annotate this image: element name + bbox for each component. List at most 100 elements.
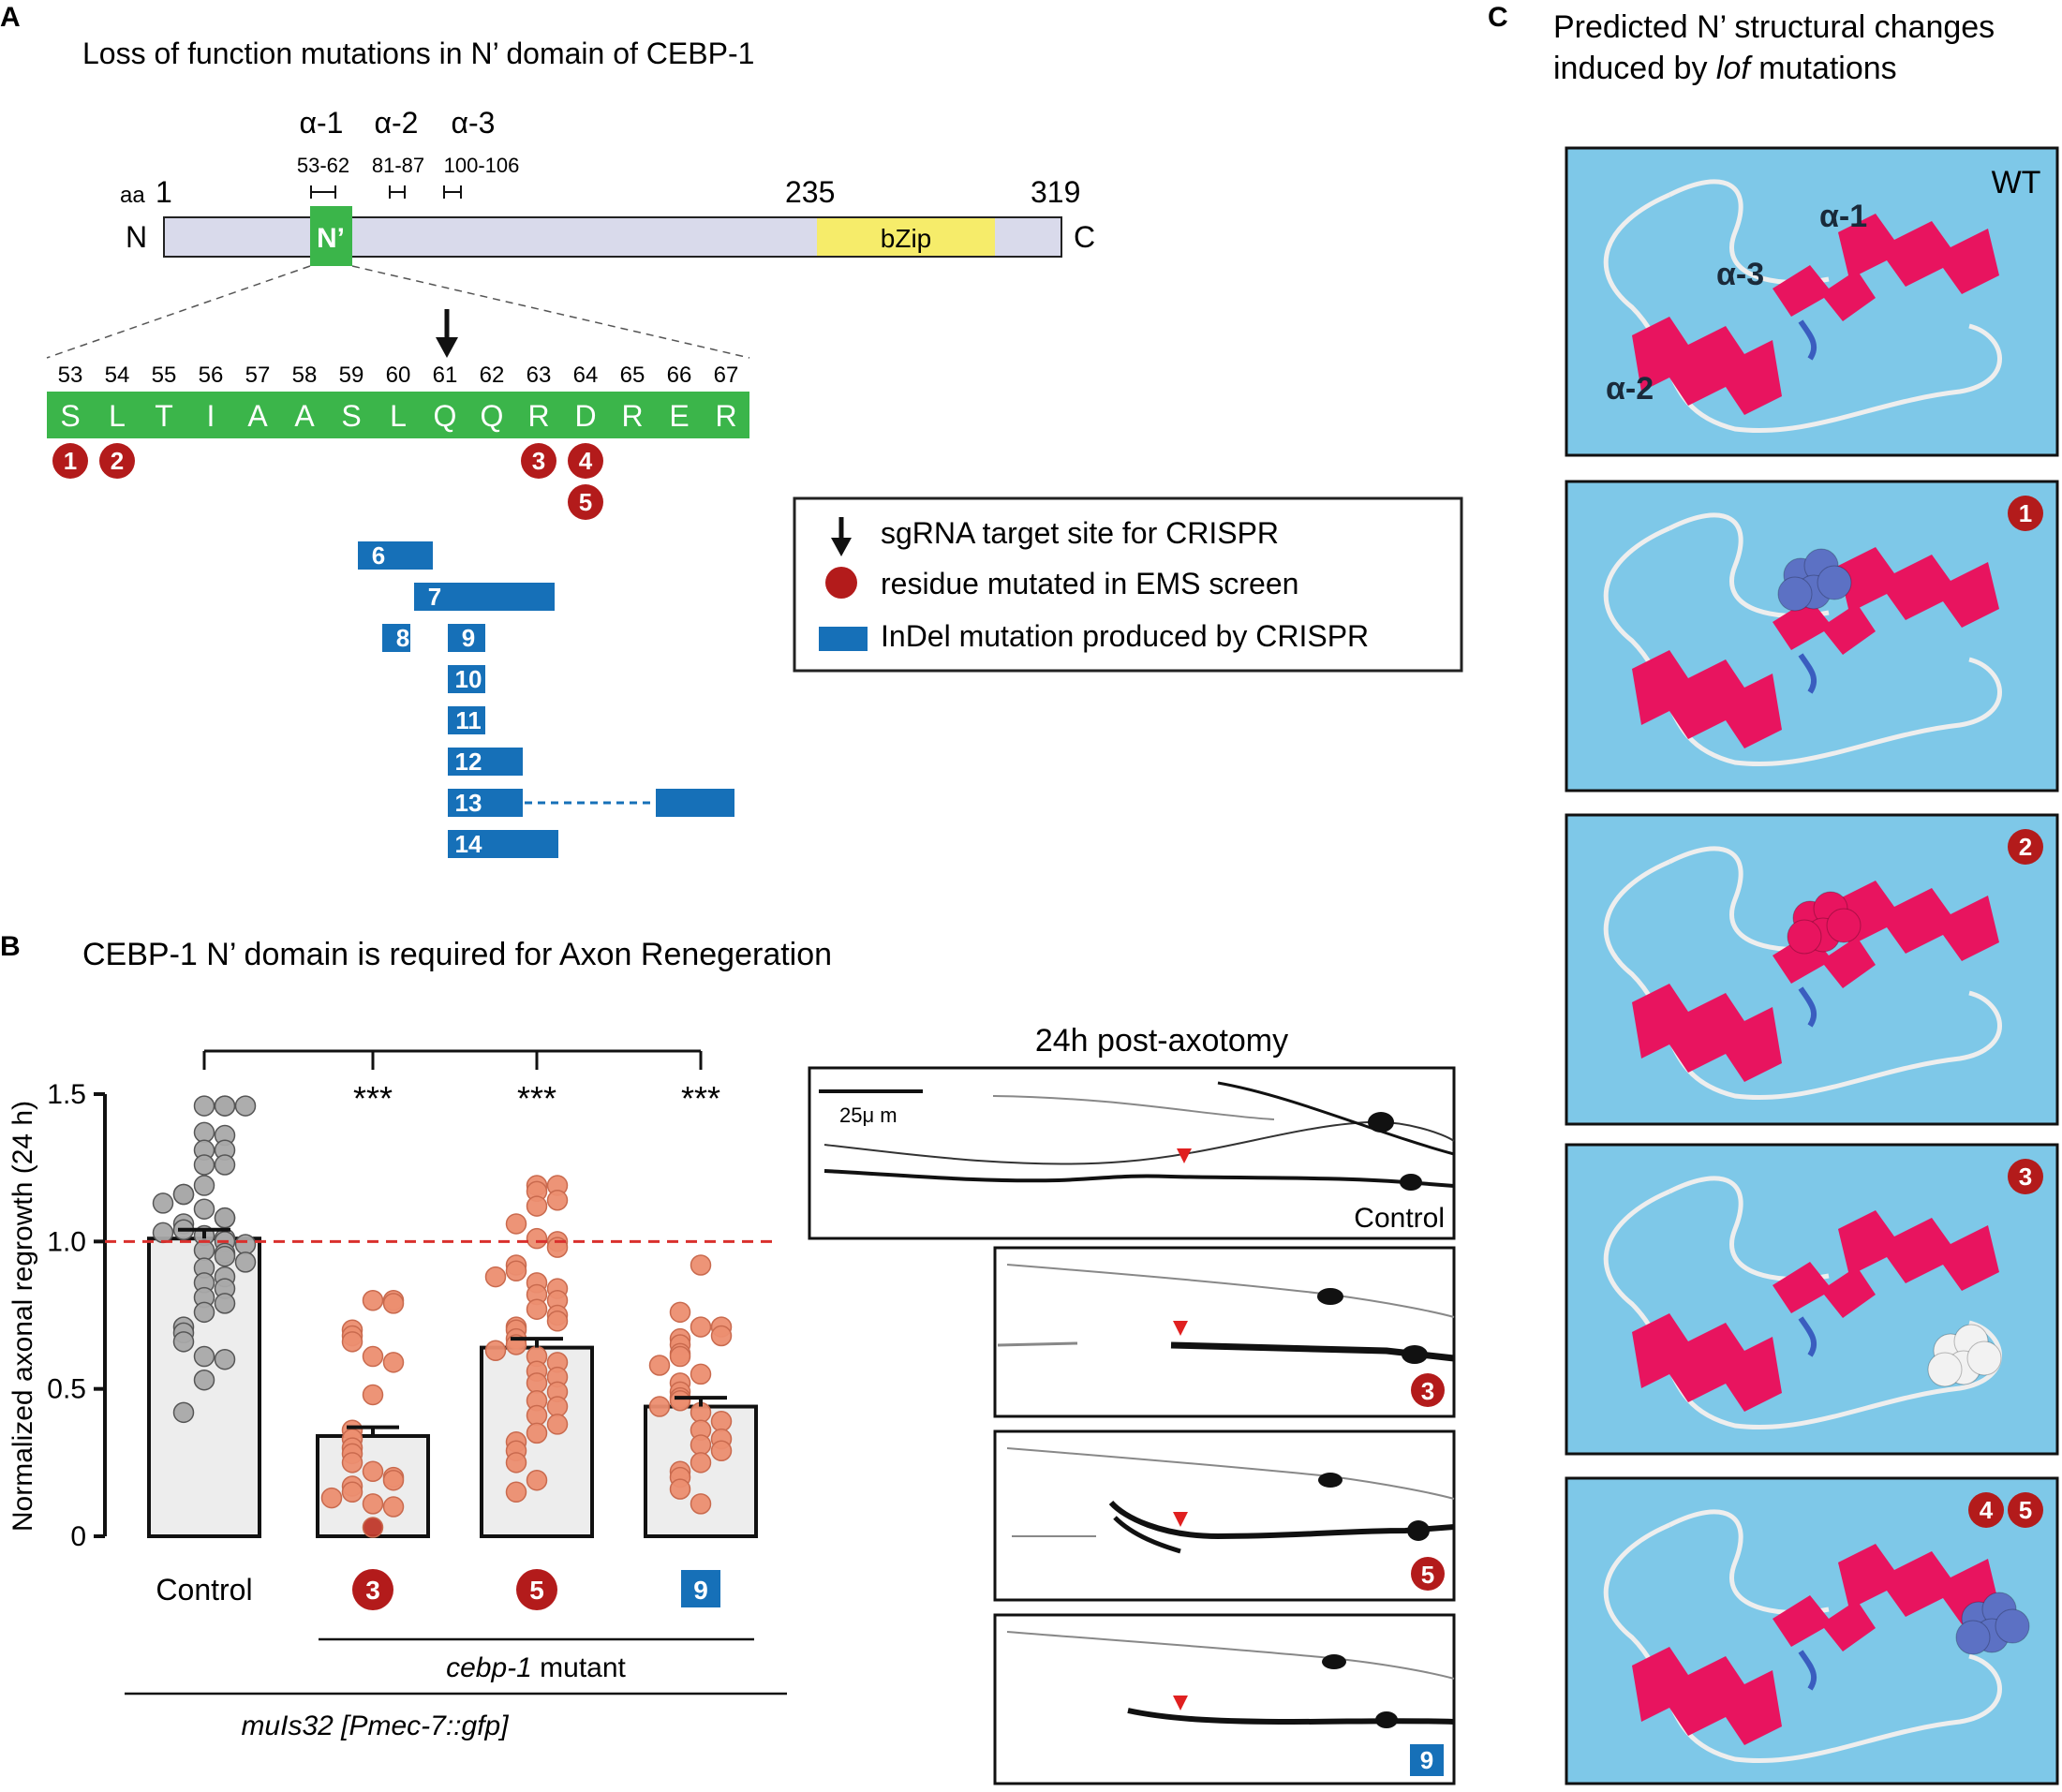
legend-box: sgRNA target site for CRISPR residue mut…: [793, 496, 1463, 673]
red-badge: [2008, 829, 2043, 865]
y-tick-label: 1.5: [47, 1079, 86, 1110]
legend-bar-text: InDel mutation produced by CRISPR: [881, 619, 1369, 653]
residue-letter: R: [715, 399, 736, 433]
panel-c-title-line1: Predicted N’ structural changes: [1553, 9, 1995, 45]
panel-c-title-line2: induced by lof mutations: [1553, 51, 1897, 86]
residue-letter: S: [341, 399, 361, 433]
data-point: [648, 1355, 671, 1376]
helix-ribbon: [1632, 1647, 1782, 1745]
data-point: [710, 1411, 733, 1432]
ems-mutation-badge: [52, 443, 88, 479]
data-point: [526, 1404, 548, 1427]
ems-mutation-badge: [568, 443, 603, 479]
significance-stars: ***: [681, 1079, 720, 1118]
data-point: [505, 1452, 527, 1474]
data-point: [526, 1195, 548, 1217]
n-prime-label: N’: [317, 223, 345, 254]
zoom-guide-left: [46, 265, 311, 359]
residue-letter: R: [621, 399, 643, 433]
mutated-residue-sphere: [1826, 908, 1862, 943]
residue-letter: D: [574, 399, 596, 433]
data-point: [320, 1487, 343, 1509]
structure-box: 2: [1565, 813, 2059, 1126]
structure-label: 3: [2019, 1163, 2032, 1191]
aa-end: 319: [1031, 175, 1080, 209]
indel-bar: [448, 789, 523, 817]
data-point: [669, 1478, 691, 1500]
data-point: [214, 1293, 236, 1314]
data-point: [382, 1293, 405, 1314]
significance-bracket: [202, 1049, 703, 1070]
indel-bar: [448, 624, 485, 652]
aa-label: aa: [120, 183, 145, 208]
micrograph-label: 9: [1420, 1746, 1433, 1774]
indel-bar-segment: [656, 789, 734, 817]
residue-letter: T: [155, 399, 173, 433]
data-point: [214, 1245, 236, 1267]
data-point: [648, 1396, 671, 1417]
residue-letter: R: [527, 399, 549, 433]
helix-structure-label: α-2: [1606, 371, 1654, 407]
micrograph-label: 3: [1421, 1377, 1434, 1405]
structure-label: 1: [2019, 499, 2032, 527]
indel-label: 10: [455, 665, 482, 693]
coil-loop: [1603, 526, 2002, 767]
helix-label: α-2: [375, 106, 419, 140]
data-point: [214, 1207, 236, 1229]
helix-structure-label: α-1: [1819, 199, 1867, 234]
data-point: [484, 1340, 507, 1362]
residue-position: 61: [433, 363, 458, 388]
residue-position: 55: [152, 363, 177, 388]
red-badge: [1411, 1373, 1445, 1407]
legend-dot-text: residue mutated in EMS screen: [881, 567, 1298, 600]
red-badge: [2008, 496, 2043, 531]
data-point: [152, 1192, 174, 1214]
indel-label: 9: [462, 624, 475, 652]
helix-range: 53-62: [297, 154, 349, 177]
indel-label: 8: [396, 624, 409, 652]
indel-bar: [448, 706, 485, 734]
data-point: [690, 1434, 712, 1456]
residue-position: 54: [105, 363, 130, 388]
aa-start: 1: [156, 175, 172, 209]
mutant-gene-name: cebp-1: [446, 1652, 532, 1683]
helix-ribbon: [1632, 984, 1782, 1082]
data-point: [526, 1372, 548, 1394]
residue-position: 60: [386, 363, 411, 388]
panel-b-letter: B: [0, 931, 21, 962]
data-point: [341, 1331, 363, 1353]
mutant-suffix: mutant: [532, 1652, 627, 1683]
data-point: [690, 1316, 712, 1338]
micrograph-title: 24h post-axotomy: [1035, 1023, 1288, 1059]
indel-bar: [358, 541, 433, 570]
y-tick-label: 0.5: [47, 1374, 86, 1405]
data-point: [172, 1331, 195, 1353]
arrowhead-icon: [1173, 1512, 1188, 1527]
data-point: [526, 1422, 548, 1444]
data-point: [690, 1363, 712, 1385]
helix-ribbon: [1773, 1262, 1876, 1318]
data-point: [172, 1183, 195, 1206]
aa-bzip-start: 235: [785, 175, 835, 209]
data-point: [341, 1481, 363, 1503]
red-badge: [516, 1569, 557, 1610]
helix-ribbon: [1838, 881, 1999, 961]
data-point: [362, 1384, 384, 1406]
y-tick-label: 0: [70, 1521, 86, 1552]
mutated-residue-sphere: [1817, 565, 1852, 600]
helix-ribbon: [1632, 317, 1782, 415]
structure-box: WTα-1α-3α-2: [1565, 146, 2059, 457]
title-pre: induced by: [1553, 51, 1716, 86]
data-point: [505, 1260, 527, 1282]
red-dot-icon: [825, 567, 857, 599]
data-point: [526, 1227, 548, 1250]
data-point: [214, 1348, 236, 1370]
blue-badge: [1410, 1744, 1444, 1776]
micrograph-5: 5: [993, 1429, 1456, 1602]
micrograph-control: 25μ m Control: [808, 1066, 1456, 1240]
residue-letter: L: [390, 399, 407, 433]
structure-label: 4: [1980, 1496, 1994, 1524]
